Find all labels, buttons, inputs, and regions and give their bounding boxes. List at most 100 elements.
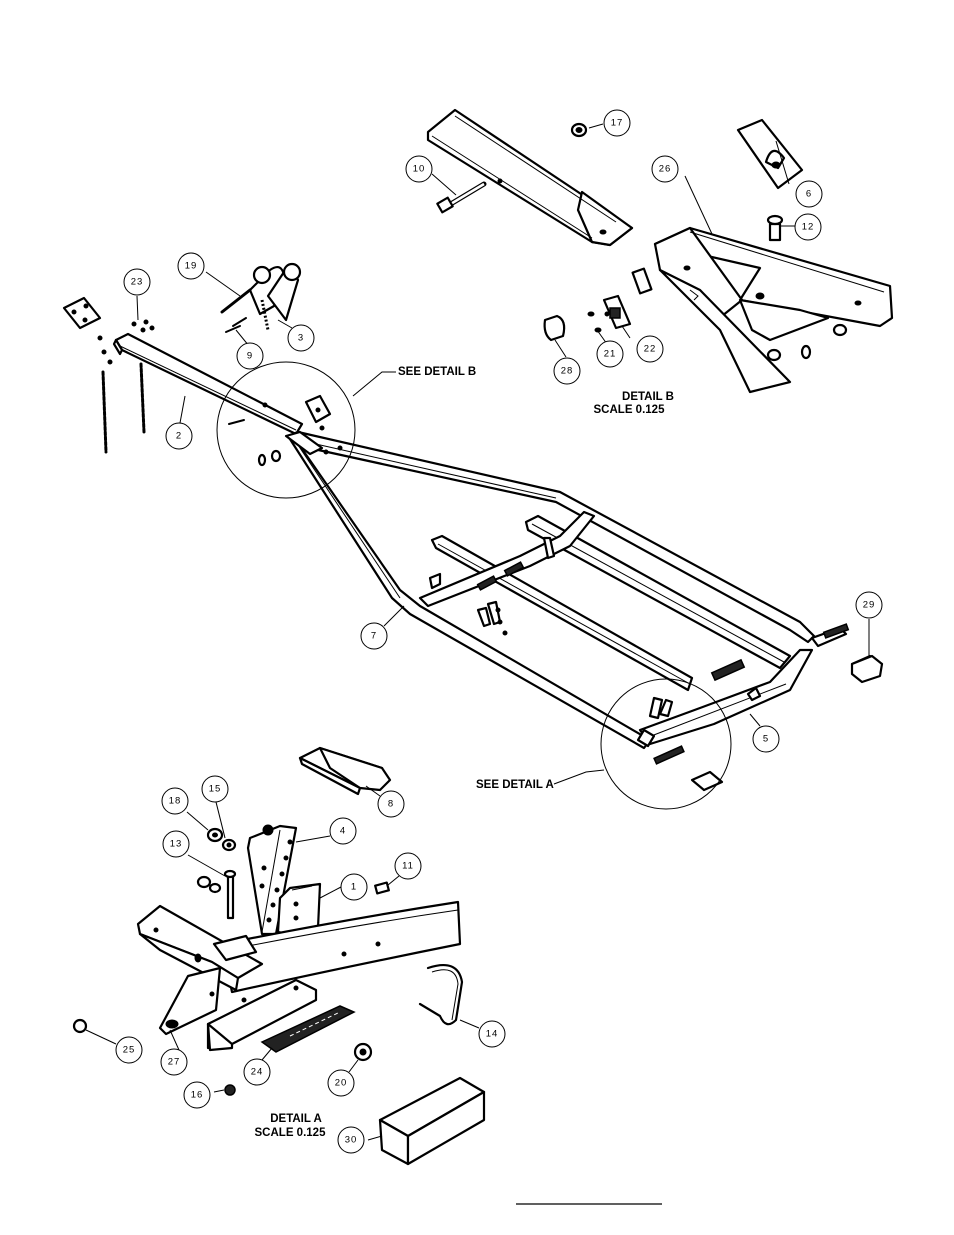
plate-4-holes — [259, 839, 293, 923]
crossmember-5 — [638, 648, 814, 746]
balloon-30: 30 — [337, 1126, 365, 1154]
balloon-28: 28 — [553, 357, 581, 385]
balloon-3: 3 — [287, 324, 315, 352]
balloon-26: 26 — [651, 155, 679, 183]
part-8 — [298, 746, 392, 796]
balloon-24-label: 24 — [251, 1067, 264, 1078]
balloon-21-label: 21 — [604, 349, 617, 360]
detail-b-title: DETAIL B — [622, 391, 674, 403]
bunk-right — [524, 514, 792, 670]
balloon-9-label: 9 — [247, 351, 253, 362]
washer-21 — [587, 311, 610, 333]
balloon-11-label: 11 — [402, 861, 414, 872]
balloon-15: 15 — [201, 775, 229, 803]
detail-b-group — [426, 108, 894, 394]
nut-17 — [570, 122, 588, 138]
nut-16 — [224, 1084, 236, 1096]
balloon-29-label: 29 — [863, 600, 876, 611]
block-30 — [378, 1076, 486, 1166]
handle-14 — [418, 964, 464, 1026]
bolt-13 — [223, 869, 237, 920]
balloon-29: 29 — [855, 591, 883, 619]
balloon-22: 22 — [636, 335, 664, 363]
balloon-7-label: 7 — [371, 631, 377, 642]
balloon-3-label: 3 — [298, 333, 304, 344]
balloon-2: 2 — [165, 422, 193, 450]
balloon-9: 9 — [236, 342, 264, 370]
balloon-12-label: 12 — [802, 222, 815, 233]
balloon-10-label: 10 — [413, 164, 426, 175]
detail-a-circle — [600, 678, 732, 810]
balloon-19-label: 19 — [185, 261, 198, 272]
balloons: 1 2 3 4 5 6 7 8 9 10 11 12 13 14 15 16 1… — [115, 109, 883, 1154]
balloon-1: 1 — [340, 873, 368, 901]
balloon-4-label: 4 — [340, 826, 346, 837]
plug-25 — [72, 1018, 88, 1034]
detail-a-group — [72, 746, 486, 1166]
nut-18 — [196, 827, 224, 889]
detail-b-scale: SCALE 0.125 — [594, 404, 666, 416]
balloon-12: 12 — [794, 213, 822, 241]
balloon-26-label: 26 — [659, 164, 672, 175]
frame-rail-detail — [220, 900, 462, 994]
detail-b-circle — [216, 361, 356, 499]
center-crossmember — [418, 510, 596, 636]
plate-6 — [736, 118, 804, 190]
balloon-25-label: 25 — [123, 1045, 136, 1056]
balloon-1-label: 1 — [351, 882, 357, 893]
balloon-14: 14 — [478, 1020, 506, 1048]
washer-15 — [208, 838, 237, 894]
balloon-13-label: 13 — [170, 839, 183, 850]
balloon-23: 23 — [123, 268, 151, 296]
bunk-left — [430, 534, 694, 692]
balloon-30-label: 30 — [345, 1135, 358, 1146]
frame-7 — [284, 430, 816, 750]
balloon-16: 16 — [183, 1081, 211, 1109]
see-detail-a-label: SEE DETAIL A — [476, 779, 554, 791]
balloon-4: 4 — [329, 817, 357, 845]
balloon-27-label: 27 — [168, 1057, 181, 1068]
bushing-28 — [543, 314, 566, 342]
balloon-13: 13 — [162, 830, 190, 858]
balloon-6: 6 — [795, 180, 823, 208]
balloon-16-label: 16 — [191, 1090, 204, 1101]
fasteners-23 — [131, 319, 155, 333]
balloon-10: 10 — [405, 155, 433, 183]
cap-29 — [850, 654, 884, 684]
balloon-20-label: 20 — [335, 1078, 348, 1089]
balloon-20: 20 — [327, 1069, 355, 1097]
balloon-27: 27 — [160, 1048, 188, 1076]
balloon-23-label: 23 — [131, 277, 144, 288]
leader-lines — [85, 123, 870, 1141]
balloon-24: 24 — [243, 1058, 271, 1086]
balloon-18-label: 18 — [169, 796, 182, 807]
part-channel-10 — [426, 108, 634, 247]
balloon-19: 19 — [177, 252, 205, 280]
bolt-11 — [374, 881, 390, 895]
text-callouts: SEE DETAIL B SEE DETAIL A DETAIL B SCALE… — [255, 366, 674, 1139]
balloon-5-label: 5 — [763, 734, 769, 745]
detail-a-scale: SCALE 0.125 — [255, 1127, 327, 1139]
frame-26 — [631, 226, 894, 394]
balloon-28-label: 28 — [561, 366, 574, 377]
tongue-2 — [112, 332, 304, 436]
coupler-and-chains — [62, 296, 146, 454]
balloon-14-label: 14 — [486, 1029, 499, 1040]
balloon-15-label: 15 — [209, 784, 222, 795]
main-frame-group — [62, 262, 884, 810]
see-detail-b-label: SEE DETAIL B — [398, 366, 476, 378]
balloon-22-label: 22 — [644, 344, 657, 355]
detail-a-title: DETAIL A — [270, 1113, 322, 1125]
bolt-10 — [436, 181, 487, 214]
balloon-2-label: 2 — [176, 431, 182, 442]
balloon-25: 25 — [115, 1036, 143, 1064]
balloon-8: 8 — [377, 790, 405, 818]
balloon-21: 21 — [596, 340, 624, 368]
balloon-17: 17 — [603, 109, 631, 137]
bracket-22 — [602, 294, 632, 330]
balloon-11: 11 — [394, 852, 422, 880]
balloon-18: 18 — [161, 787, 189, 815]
bolt-12 — [766, 214, 784, 242]
